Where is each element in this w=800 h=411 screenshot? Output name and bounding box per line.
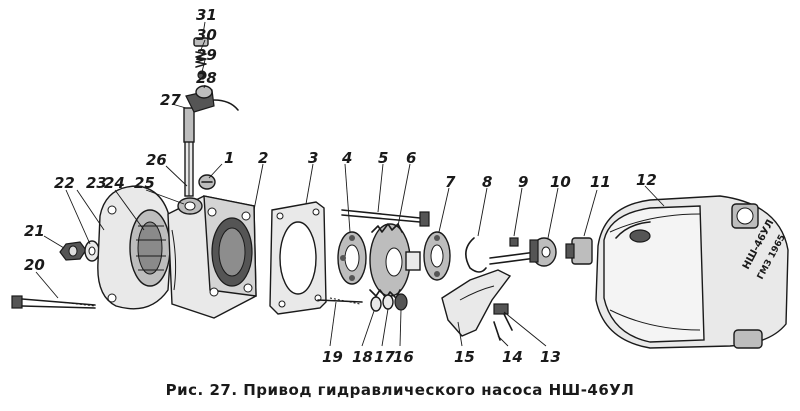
part-15-bracket [441, 269, 512, 337]
leader-30 [199, 39, 206, 53]
callout-9: 9 [518, 173, 528, 191]
figure-caption: Рис. 27. Привод гидравлического насоса Н… [165, 381, 635, 399]
part-25-boss [177, 197, 203, 215]
leader-4 [344, 163, 351, 233]
leader-5 [377, 163, 384, 213]
leader-15 [457, 321, 463, 347]
leader-12 [644, 185, 665, 207]
callout-10: 10 [550, 173, 571, 191]
leader-3 [305, 163, 314, 205]
part-27-lever [183, 89, 239, 143]
leader-22 [65, 189, 91, 245]
callout-5: 5 [378, 149, 388, 167]
part-18-washer [370, 296, 382, 312]
callout-13: 13 [540, 348, 561, 366]
callout-7: 7 [445, 173, 456, 191]
part-12-pump-body [595, 195, 789, 349]
leader-13 [503, 311, 547, 347]
leader-18 [361, 310, 375, 347]
leader-23 [76, 189, 105, 231]
part-1-plug [198, 174, 216, 190]
leader-16 [399, 309, 402, 347]
callout-6: 6 [406, 149, 416, 167]
part-2-housing [167, 195, 257, 319]
callout-19: 19 [322, 348, 343, 366]
leader-20 [35, 271, 59, 299]
leader-25 [145, 189, 185, 205]
callout-20: 20 [24, 256, 45, 274]
callout-18: 18 [352, 348, 373, 366]
callout-15: 15 [454, 348, 475, 366]
callout-26: 26 [146, 151, 167, 169]
leader-26 [165, 165, 188, 187]
leader-10 [547, 187, 559, 239]
callout-labels: 31 30 29 28 27 26 1 2 3 4 5 6 7 8 9 10 1… [24, 6, 657, 366]
callout-25: 25 [134, 174, 155, 192]
part-6-gear [369, 223, 421, 299]
leader-17 [381, 308, 389, 347]
part-30-spring [195, 51, 207, 68]
part-9-shaft-key [489, 237, 537, 265]
callout-22: 22 [54, 174, 75, 192]
callout-30: 30 [196, 26, 217, 44]
part-19-stud [317, 297, 363, 305]
part-13-bolt [493, 303, 513, 331]
callout-12: 12 [636, 171, 657, 189]
part-5-bolt [341, 209, 430, 227]
leader-24 [114, 189, 145, 231]
callout-8: 8 [482, 173, 492, 191]
callout-28: 28 [196, 69, 217, 87]
leader-11 [583, 189, 598, 237]
callout-11: 11 [590, 173, 611, 191]
callout-3: 3 [308, 149, 318, 167]
callout-1: 1 [224, 149, 234, 167]
leader-31 [201, 21, 206, 41]
callout-27: 27 [160, 91, 181, 109]
part-24-gasket-ring [129, 209, 171, 287]
callout-16: 16 [393, 348, 414, 366]
part-17-washer [382, 294, 394, 310]
leader-19 [329, 301, 337, 347]
part-11-coupling-half [565, 237, 593, 265]
part-8-snap-ring [465, 237, 487, 273]
leader-2 [253, 163, 264, 211]
part-4-bearing [337, 231, 367, 285]
callout-4: 4 [341, 149, 352, 167]
leader-14 [497, 335, 509, 347]
callout-24: 24 [104, 174, 125, 192]
callout-17: 17 [374, 348, 395, 366]
part-22-washer [84, 240, 100, 262]
callout-21: 21 [24, 222, 45, 240]
leader-29 [201, 59, 206, 73]
part-7-bearing [423, 231, 451, 281]
part-3-gasket [269, 201, 327, 315]
part-10-coupling [529, 237, 557, 267]
part-31-cap [193, 37, 209, 47]
leader-21 [43, 235, 65, 249]
leader-1 [208, 163, 223, 179]
callout-29: 29 [196, 46, 217, 64]
leader-lines [35, 21, 665, 347]
leader-8 [477, 187, 488, 237]
callout-14: 14 [502, 348, 523, 366]
part-16-nut [394, 293, 408, 311]
part-21-nut [59, 241, 87, 261]
callout-23: 23 [86, 174, 107, 192]
leader-7 [438, 187, 450, 233]
leader-27 [171, 103, 187, 109]
part-28-bushing [195, 85, 213, 99]
callout-31: 31 [196, 6, 217, 24]
part-20-bolt [11, 295, 96, 309]
callout-2: 2 [258, 149, 268, 167]
leader-9 [513, 187, 523, 237]
leader-6 [397, 163, 411, 227]
leader-28 [203, 84, 206, 89]
part-26-shaft [184, 139, 194, 197]
